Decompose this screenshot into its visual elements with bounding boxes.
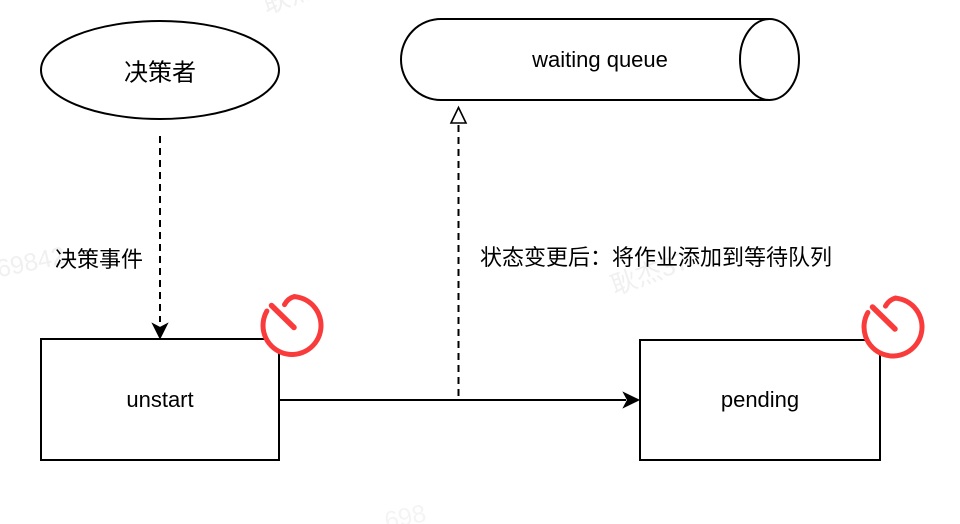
enqueue-edge-label: 状态变更后：将作业添加到等待队列 [480, 245, 833, 270]
queue-cylinder-body [400, 18, 770, 101]
unstart-box [40, 338, 280, 461]
timer-icon [260, 294, 324, 357]
actor-ellipse [40, 20, 280, 120]
enqueue-edge-open-arrowhead [449, 105, 468, 124]
actor-label: 决策者 [124, 59, 196, 87]
pending-label: pending [720, 387, 800, 412]
decision-edge-arrowhead [151, 322, 169, 340]
timer-icon [861, 295, 925, 359]
decision-edge-label: 决策事件 [54, 247, 144, 272]
queue-cylinder-cap [739, 18, 800, 101]
queue-label: waiting queue [532, 47, 668, 72]
unstart-label: unstart [126, 387, 194, 412]
transition-edge-arrowhead [622, 391, 641, 409]
pending-box [639, 339, 881, 461]
